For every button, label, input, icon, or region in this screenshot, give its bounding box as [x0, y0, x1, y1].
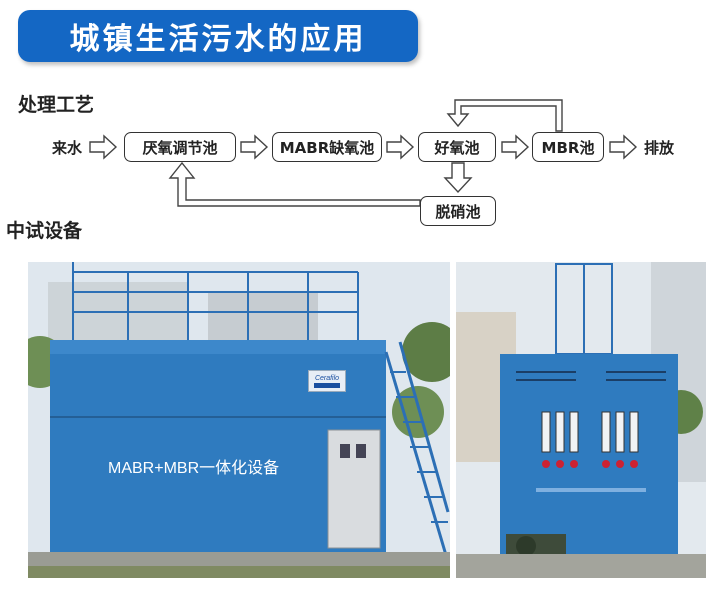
arrow-mabr-to-aerobic [386, 135, 414, 159]
node-aerobic-tank: 好氧池 [418, 132, 496, 162]
logo-mark [314, 382, 340, 388]
brand-logo: Cerafilo [308, 370, 346, 392]
arrow-aerobic-to-denitrification [443, 162, 473, 194]
flow-inlet: 来水 [52, 139, 83, 157]
equipment-heading: 中试设备 [6, 220, 83, 242]
equipment-photo-left: Cerafilo MABR+MBR一体化设备 [28, 262, 450, 578]
process-heading: 处理工艺 [18, 94, 95, 116]
equipment-photo-right [456, 262, 706, 578]
arrow-aerobic-to-mbr [501, 135, 529, 159]
arrow-mbr-to-outlet [609, 135, 637, 159]
arrow-anoxic-to-mabr [240, 135, 268, 159]
node-denitrification-tank: 脱硝池 [420, 196, 496, 226]
node-anoxic-tank: 厌氧调节池 [124, 132, 236, 162]
process-flow-arrows [89, 99, 637, 207]
node-mbr-tank: MBR池 [532, 132, 604, 162]
equipment-label: MABR+MBR一体化设备 [108, 460, 280, 477]
node-mabr-tank: MABR缺氧池 [272, 132, 382, 162]
flow-outlet: 排放 [644, 139, 675, 157]
return-arrow-denitrification-to-anoxic [168, 161, 421, 207]
page-title: 城镇生活污水的应用 [69, 22, 367, 57]
mabr-mbr-unit-illustration [28, 262, 450, 578]
arrow-inlet-to-anoxic [89, 135, 117, 159]
mbr-membrane-unit-illustration [456, 262, 706, 578]
return-arrow-mbr-to-aerobic [446, 99, 563, 132]
title-banner: 城镇生活污水的应用 [18, 10, 418, 62]
